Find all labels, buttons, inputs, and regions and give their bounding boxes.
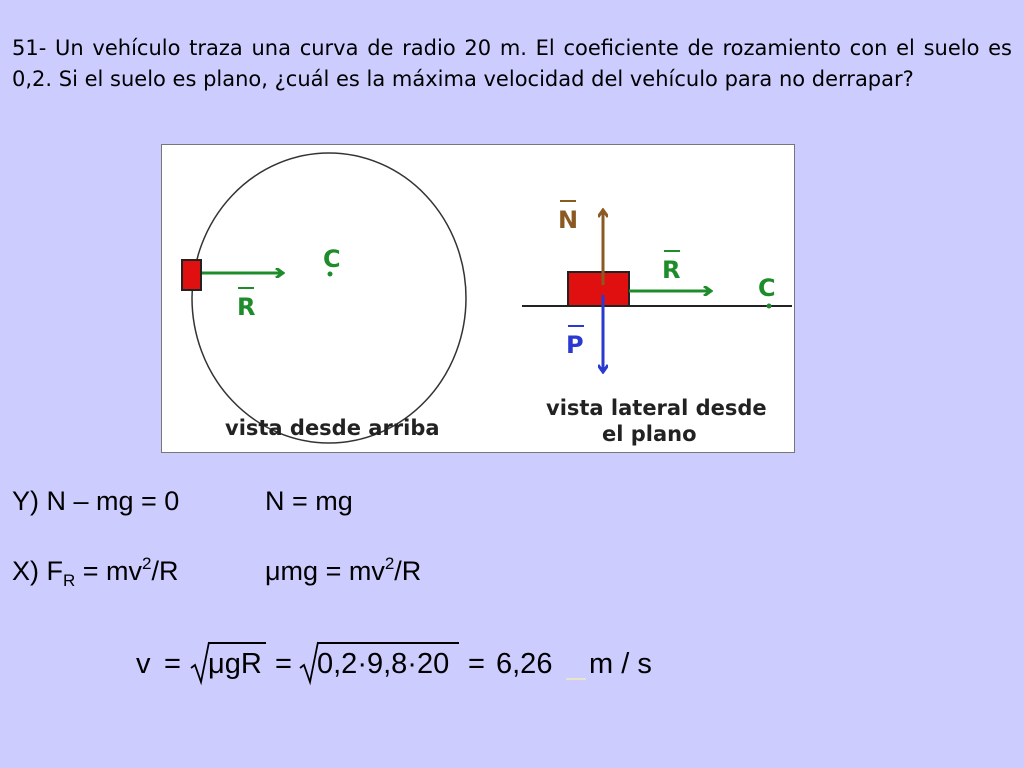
- force-diagram: R C vista desde arriba N R P C vista lat…: [181, 152, 792, 446]
- force-label-top: R: [237, 293, 255, 321]
- velocity-symbol: v: [136, 648, 151, 680]
- result-unit: m / s: [589, 648, 652, 680]
- car-top-view: [181, 259, 202, 291]
- figure: R C vista desde arriba N R P C vista lat…: [161, 144, 795, 453]
- equals-sign: =: [275, 648, 292, 680]
- sqrt-icon: [190, 641, 210, 686]
- caption-side-view-2: el plano: [602, 422, 697, 446]
- center-label-top: C: [323, 245, 341, 273]
- force-label-side: R: [662, 256, 680, 284]
- underline-mark: [566, 678, 586, 680]
- equation-y-left: Y) N – mg = 0: [12, 486, 180, 516]
- caption-top-view: vista desde arriba: [225, 416, 440, 440]
- center-point-side: [766, 303, 772, 309]
- problem-statement: 51- Un vehículo traza una curva de radio…: [12, 36, 1012, 91]
- car-side-view: [567, 271, 630, 307]
- center-label-side: C: [758, 274, 776, 302]
- weight-label: P: [566, 331, 584, 359]
- center-point-top: [327, 271, 333, 277]
- equation-x-left: X) FR = mv2/R: [12, 554, 179, 590]
- radicand-2: 0,2·9,8·20: [317, 648, 450, 680]
- radical-bar: [317, 642, 459, 644]
- curve-circle: [191, 152, 467, 444]
- caption-side-view-1: vista lateral desde: [546, 396, 767, 420]
- equals-sign: =: [164, 648, 181, 680]
- equation-y-right: N = mg: [265, 486, 353, 516]
- radical-bar: [208, 642, 266, 644]
- sqrt-icon: [299, 641, 319, 686]
- equals-sign: =: [468, 648, 485, 680]
- result-value: 6,26: [496, 648, 553, 680]
- normal-label: N: [558, 206, 578, 234]
- radicand-1: μgR: [208, 648, 262, 680]
- equation-x-right: μmg = mv2/R: [265, 554, 422, 586]
